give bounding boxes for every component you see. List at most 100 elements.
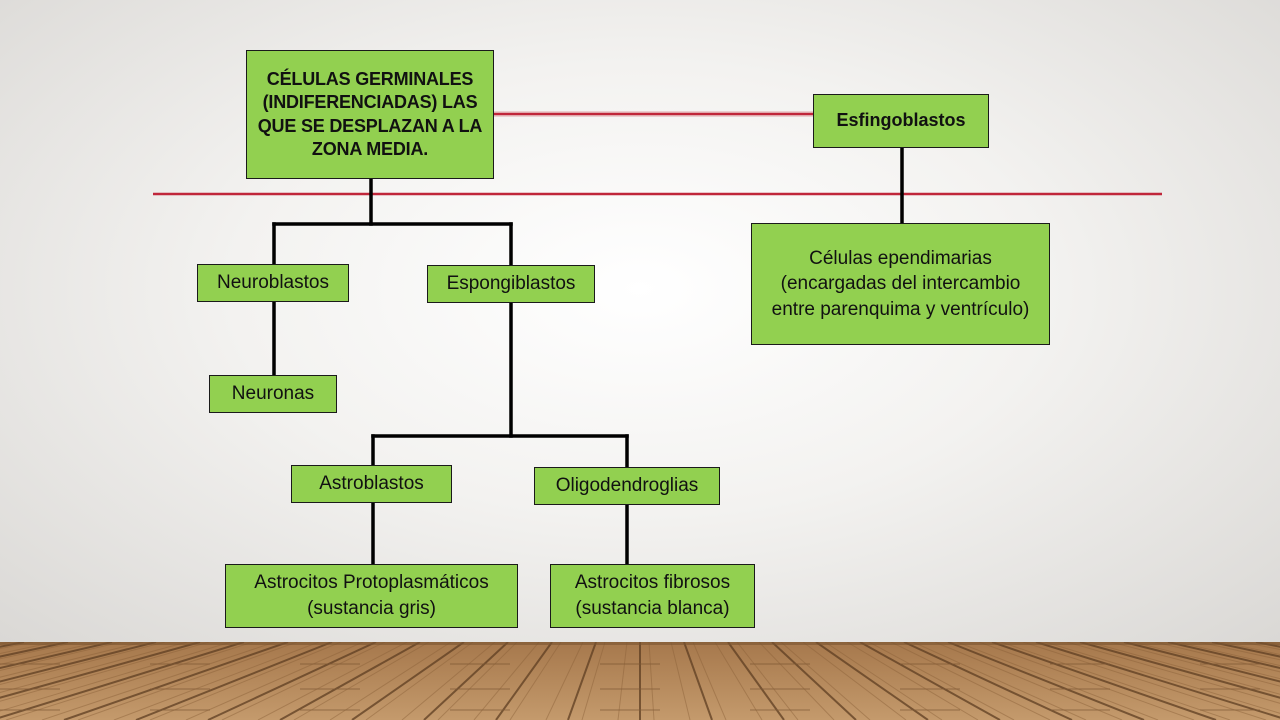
plank-grain <box>824 642 943 720</box>
plank-grain <box>868 642 1015 720</box>
plank-seam <box>1123 642 1280 683</box>
plank-grain <box>5 642 254 720</box>
node-neuroblastos: Neuroblastos <box>197 264 349 302</box>
plank-grain <box>401 642 496 720</box>
plank-seam <box>1167 642 1280 670</box>
plank-seam <box>1211 642 1280 658</box>
plank-grain <box>670 642 691 720</box>
plank-grain <box>617 642 628 720</box>
plank-grain <box>365 642 474 720</box>
plank-seam <box>991 642 1217 720</box>
plank-grain <box>890 642 1051 720</box>
plank-grain <box>1176 642 1280 667</box>
plank-seam <box>683 642 713 720</box>
plank-seam <box>0 642 201 699</box>
plank-seam <box>351 642 465 720</box>
plank-grain <box>0 642 210 702</box>
plank-seam <box>815 642 929 720</box>
node-celulas-ependimarias: Células ependimarias (encargadas del int… <box>751 223 1050 345</box>
node-espongiblastos-label: Espongiblastos <box>446 273 576 295</box>
node-astrocitos-protoplasmaticos: Astrocitos Protoplasmáticos (sustancia g… <box>225 564 518 628</box>
plank-grain <box>802 642 907 720</box>
node-celulas-ependimarias-label: Células ependimarias (encargadas del int… <box>771 247 1030 320</box>
plank-seam <box>0 642 69 658</box>
plank-grain <box>0 642 166 685</box>
plank-grain <box>1022 642 1267 720</box>
plank-grain <box>1088 642 1280 695</box>
plank-grain <box>0 642 232 712</box>
wood-floor <box>0 642 1280 720</box>
node-esfingoblastos: Esfingoblastos <box>813 94 989 148</box>
plank-seam <box>947 642 1145 720</box>
plank-grain <box>0 642 188 693</box>
node-astroblastos: Astroblastos <box>291 465 452 503</box>
plank-seam <box>771 642 857 720</box>
plank-grain <box>545 642 584 720</box>
plank-grain <box>0 642 78 660</box>
plank-grain <box>1044 642 1280 714</box>
plank-grain <box>221 642 386 720</box>
plank-grain <box>113 642 320 720</box>
plank-grain <box>934 642 1123 720</box>
plank-grain <box>0 642 100 665</box>
plank-grain <box>437 642 518 720</box>
plank-grain <box>509 642 562 720</box>
plank-seam <box>567 642 597 720</box>
plank-grain <box>581 642 606 720</box>
node-neuroblastos-label: Neuroblastos <box>217 272 329 294</box>
plank-seam <box>859 642 1001 720</box>
node-neuronas-label: Neuronas <box>231 383 315 405</box>
plank-grain <box>293 642 430 720</box>
plank-grain <box>648 642 655 720</box>
node-oligodendroglias: Oligodendroglias <box>534 467 720 505</box>
node-neuronas: Neuronas <box>209 375 337 413</box>
plank-grain <box>149 642 342 720</box>
plank-grain <box>329 642 452 720</box>
plank-seam <box>135 642 333 720</box>
node-oligodendroglias-label: Oligodendroglias <box>555 475 699 497</box>
plank-grain <box>692 642 727 720</box>
slide-background <box>0 0 1280 642</box>
node-celulas-germinales-label: CÉLULAS GERMINALES (INDIFERENCIADAS) LAS… <box>257 68 483 159</box>
plank-grain <box>1198 642 1280 661</box>
plank-grain <box>185 642 364 720</box>
node-astroblastos-label: Astroblastos <box>319 473 424 495</box>
plank-seam <box>0 642 245 719</box>
plank-seam <box>727 642 785 720</box>
plank-grain <box>41 642 276 720</box>
node-astrocitos-fibrosos-label: Astrocitos fibrosos (sustancia blanca) <box>574 572 731 619</box>
plank-grain <box>1154 642 1280 673</box>
plank-seam <box>207 642 377 720</box>
plank-seam <box>423 642 509 720</box>
node-esfingoblastos-label: Esfingoblastos <box>836 110 966 131</box>
plank-seam <box>903 642 1073 720</box>
plank-grain <box>780 642 871 720</box>
plank-grain <box>846 642 979 720</box>
plank-grain <box>758 642 835 720</box>
plank-seam <box>279 642 421 720</box>
plank-grain <box>978 642 1195 720</box>
wood-floor-planks <box>0 642 1280 720</box>
node-astrocitos-protoplasmaticos-label: Astrocitos Protoplasmáticos (sustancia g… <box>254 572 489 619</box>
plank-seam <box>1035 642 1280 719</box>
node-astrocitos-fibrosos: Astrocitos fibrosos (sustancia blanca) <box>550 564 755 628</box>
plank-seam <box>1079 642 1280 699</box>
plank-grain <box>1066 642 1280 704</box>
plank-grain <box>77 642 298 720</box>
plank-grain <box>956 642 1159 720</box>
plank-seam <box>63 642 289 720</box>
node-espongiblastos: Espongiblastos <box>427 265 595 303</box>
plank-seam <box>495 642 553 720</box>
plank-grain <box>473 642 540 720</box>
plank-grain <box>1110 642 1280 687</box>
plank-grain <box>0 642 144 678</box>
plank-grain <box>1132 642 1280 680</box>
plank-grain <box>736 642 799 720</box>
plank-seam <box>0 642 157 683</box>
plank-grain <box>0 642 122 672</box>
plank-grain <box>912 642 1087 720</box>
plank-grain <box>1000 642 1231 720</box>
plank-grain <box>714 642 763 720</box>
node-celulas-germinales: CÉLULAS GERMINALES (INDIFERENCIADAS) LAS… <box>246 50 494 179</box>
